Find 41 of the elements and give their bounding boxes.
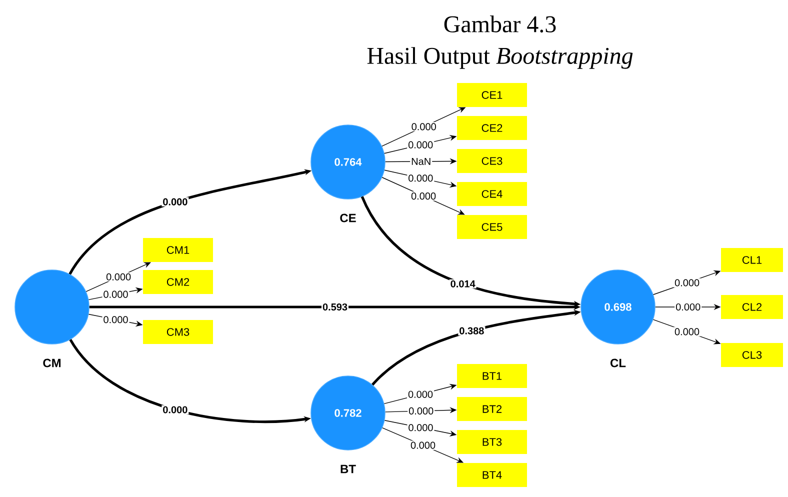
edge-label: 0.000: [410, 440, 437, 450]
edge-label: 0.000: [102, 315, 130, 324]
edge-label: 0.000: [410, 192, 438, 201]
indicator-box: CE2: [457, 116, 527, 140]
edge-label: 0.593: [322, 302, 349, 312]
edge-label: 0.000: [674, 327, 701, 336]
edge-label: 0.000: [162, 197, 189, 206]
edge-label: 0.000: [102, 290, 130, 299]
indicator-box: CL2: [721, 295, 783, 319]
figure-title: Gambar 4.3: [444, 16, 556, 32]
indicator-box: BT2: [457, 397, 527, 421]
node-name: BT: [340, 464, 356, 474]
edge-label: 0.000: [407, 140, 434, 150]
edge-label: 0.000: [674, 278, 701, 288]
indicator-box: CE1: [457, 83, 527, 107]
node-name: CM: [43, 358, 61, 368]
edge-label: 0.000: [408, 406, 435, 416]
edge-label: 0.000: [407, 174, 434, 183]
indicator-box: CM2: [143, 270, 213, 294]
figure-caption: Hasil Output Bootstrapping: [367, 47, 633, 69]
edge-label: 0.000: [407, 423, 434, 432]
indicator-box: BT1: [457, 364, 527, 388]
node-name: CL: [610, 358, 626, 368]
edge-label: 0.000: [162, 405, 189, 414]
edge-label: NaN: [410, 157, 432, 166]
edge-label: 0.000: [674, 302, 702, 312]
edge-label: 0.000: [410, 122, 438, 132]
indicator-box: CE3: [457, 149, 527, 173]
edge-label: 0.000: [105, 272, 132, 282]
indicator-box: CL1: [721, 248, 783, 272]
indicator-box: CM1: [143, 238, 213, 262]
indicator-box: CE4: [457, 182, 527, 206]
indicator-box: CE5: [457, 215, 527, 239]
indicator-box: BT3: [457, 430, 527, 454]
node-name: CE: [340, 214, 356, 222]
indicator-box: BT4: [457, 463, 527, 487]
edge-label: 0.000: [407, 390, 434, 399]
edge-label: 0.014: [449, 279, 476, 288]
edge-label: 0.388: [458, 326, 486, 336]
indicator-box: CL3: [721, 343, 783, 367]
indicator-box: CM3: [143, 320, 213, 344]
